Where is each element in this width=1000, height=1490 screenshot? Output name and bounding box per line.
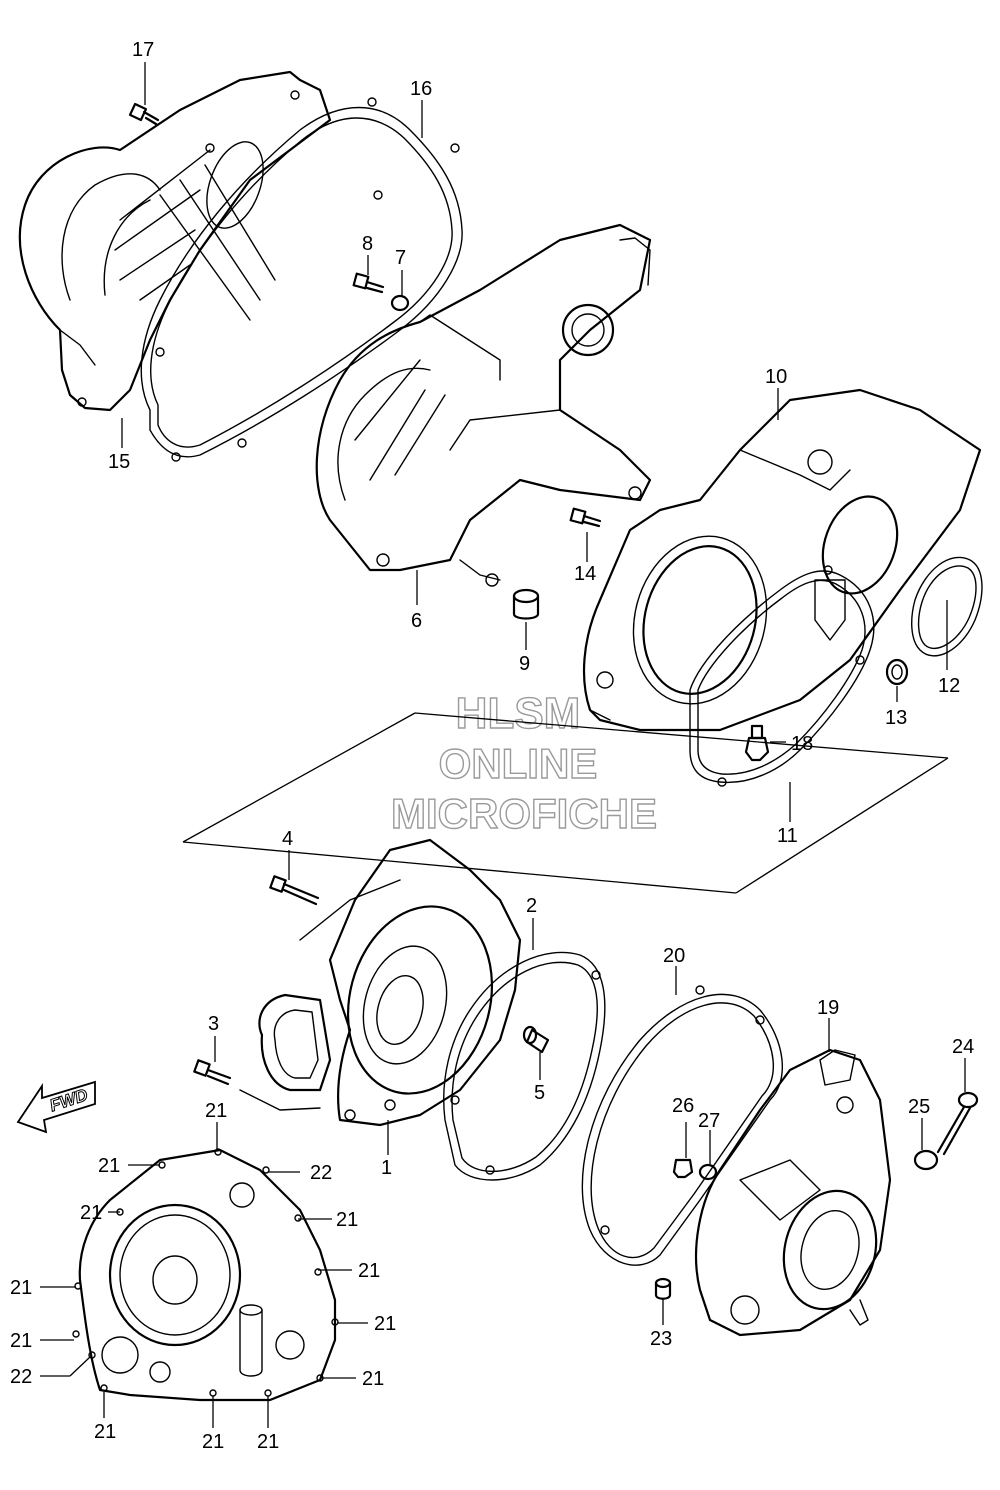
callout-2: 2 xyxy=(526,895,537,917)
part-11-gasket xyxy=(689,565,875,787)
callout-23: 23 xyxy=(650,1328,672,1350)
callout-21-f: 21 xyxy=(10,1277,32,1299)
callout-27: 27 xyxy=(698,1110,720,1132)
part-1-generator-cover xyxy=(239,838,522,1127)
part-25-o-ring xyxy=(913,1149,939,1171)
callout-21-l: 21 xyxy=(257,1431,279,1453)
part-13-plug xyxy=(885,658,909,686)
callout-6: 6 xyxy=(411,610,422,632)
callout-21-h: 21 xyxy=(10,1330,32,1352)
part-5-dowel xyxy=(522,1025,550,1054)
callout-21-i: 21 xyxy=(362,1368,384,1390)
callout-12: 12 xyxy=(938,675,960,697)
leader-lines xyxy=(40,62,966,1428)
callout-9: 9 xyxy=(519,653,530,675)
callout-21-k: 21 xyxy=(202,1431,224,1453)
assembly-bracket xyxy=(182,712,949,894)
part-2-gasket xyxy=(443,951,606,1181)
callout-22-a: 22 xyxy=(310,1162,332,1184)
callout-8: 8 xyxy=(362,233,373,255)
part-15-outer-cover xyxy=(18,70,332,412)
callout-25: 25 xyxy=(908,1096,930,1118)
callout-21-j: 21 xyxy=(94,1421,116,1443)
watermark-line2: ONLINE xyxy=(439,740,598,787)
part-23-dowel xyxy=(654,1277,672,1300)
callout-11: 11 xyxy=(777,825,798,847)
callout-13: 13 xyxy=(885,707,907,729)
callout-20: 20 xyxy=(663,945,685,967)
callout-21-a: 21 xyxy=(205,1100,227,1122)
part-16-gasket xyxy=(140,97,463,462)
part-26-plug xyxy=(672,1158,694,1179)
part-19-cover xyxy=(694,1048,892,1337)
part-cover-lower-left xyxy=(72,1148,339,1402)
part-18-plug xyxy=(744,724,770,762)
callout-14: 14 xyxy=(574,563,596,585)
part-10-clutch-cover xyxy=(582,388,982,732)
callout-3: 3 xyxy=(208,1013,219,1035)
part-7-washer xyxy=(390,294,410,312)
watermark-line1: HLSM xyxy=(456,689,581,738)
callout-17: 17 xyxy=(132,39,154,61)
callout-1: 1 xyxy=(381,1157,392,1179)
part-20-gasket xyxy=(581,985,783,1266)
part-27-washer xyxy=(698,1163,718,1181)
part-8-bolt xyxy=(352,272,385,294)
callout-18: 18 xyxy=(791,733,813,755)
callout-21-b: 21 xyxy=(98,1155,120,1177)
watermark-line3: MICROFICHE xyxy=(391,790,657,837)
part-6-housing xyxy=(315,223,652,587)
part-12-gasket xyxy=(911,556,983,657)
callout-10: 10 xyxy=(765,366,787,388)
callout-4: 4 xyxy=(282,828,293,850)
callout-15: 15 xyxy=(108,451,130,473)
callout-labels: 17 16 8 7 15 10 14 6 9 12 13 18 11 4 2 2… xyxy=(10,39,974,1453)
part-17-bolt xyxy=(128,102,160,126)
callout-16: 16 xyxy=(410,78,432,100)
watermark: HLSM ONLINE MICROFICHE xyxy=(390,688,657,837)
part-24-dipstick xyxy=(936,1091,979,1156)
part-3-bolt xyxy=(193,1059,232,1086)
callout-19: 19 xyxy=(817,997,839,1019)
fwd-arrow-icon: FWD xyxy=(16,1080,96,1134)
part-4-bolt xyxy=(269,875,320,906)
callout-7: 7 xyxy=(395,247,406,269)
part-14-bolt xyxy=(569,507,602,528)
callout-24: 24 xyxy=(952,1036,974,1058)
callout-21-e: 21 xyxy=(358,1260,380,1282)
callout-21-d: 21 xyxy=(336,1209,358,1231)
callout-22-b: 22 xyxy=(10,1366,32,1388)
callout-5: 5 xyxy=(534,1082,545,1104)
callout-21-g: 21 xyxy=(374,1313,396,1335)
callout-21-c: 21 xyxy=(80,1202,102,1224)
callout-26: 26 xyxy=(672,1095,694,1117)
part-9-dowel xyxy=(512,588,540,620)
